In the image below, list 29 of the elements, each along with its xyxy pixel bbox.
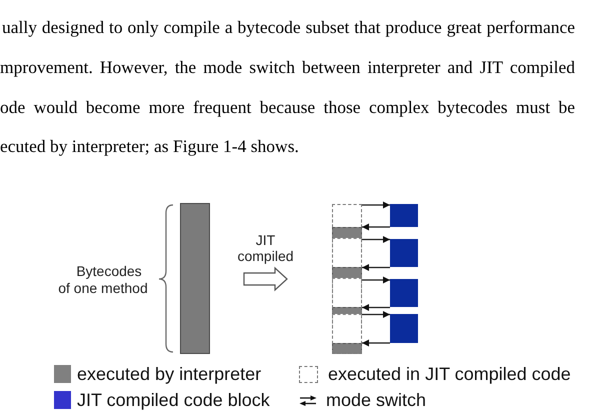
edge-label: JIT compiled: [236, 232, 296, 264]
mode-switch-arrow: [362, 276, 390, 284]
mode-switch-arrow: [362, 264, 390, 271]
compiled-code-block: [390, 314, 418, 343]
interpreted-segment: [332, 343, 362, 354]
bracket-label: Bytecodes of one method: [57, 263, 149, 297]
mode-switch-arrow: [362, 340, 390, 346]
legend-label: executed in JIT compiled code: [328, 364, 571, 384]
jit-executed-segment: [332, 278, 362, 308]
mode-switch-arrow: [362, 202, 390, 208]
interpreted-segment: [332, 267, 362, 279]
legend-label: JIT compiled code block: [77, 390, 270, 410]
compiled-code-block: [390, 279, 418, 307]
interpreted-segment: [332, 227, 362, 239]
mode-switch-arrow: [362, 311, 390, 318]
paragraph-text: ecuted by interpreter; as Figure 1-4 shows.: [0, 135, 299, 157]
mode-switch-arrow: [362, 304, 390, 311]
paragraph-text: ually designed to only compile a bytecode subset that produce great performance: [2, 16, 575, 38]
compiled-code-block: [390, 239, 418, 267]
legend-label: mode switch: [326, 390, 426, 410]
bytecode-bar: [180, 203, 210, 354]
mode-switch-arrow: [362, 236, 390, 243]
paragraph-text: ode would become more frequent because those complex bytecodes must be: [0, 96, 575, 118]
mode-switch-arrow: [362, 224, 390, 230]
code-column: [332, 204, 362, 354]
compiled-code-block: [390, 204, 418, 227]
hollow-arrow: [243, 266, 288, 292]
legend-label: executed by interpreter: [77, 364, 262, 384]
paragraph-text: mprovement. However, the mode switch between interpreter and JIT compiled: [0, 56, 575, 78]
